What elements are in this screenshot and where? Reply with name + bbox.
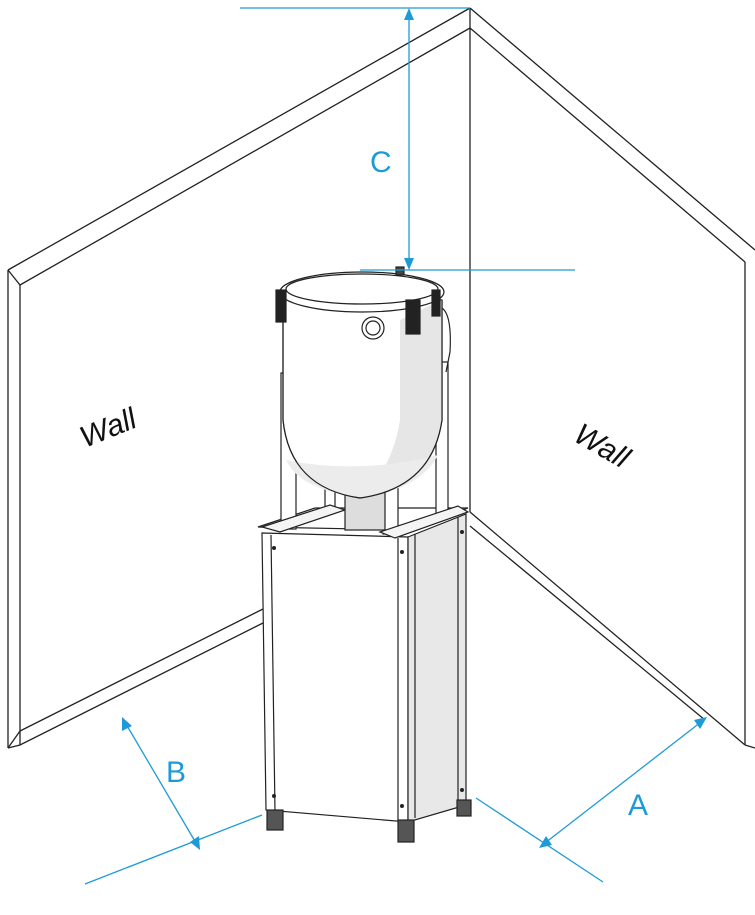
dimension-b-extension: [84, 814, 263, 885]
dimension-b-line: [125, 723, 197, 844]
dimension-c: C: [240, 7, 575, 271]
dimension-a-label: A: [628, 789, 648, 822]
dimension-a-extension: [475, 797, 604, 883]
dimension-a-line: [544, 721, 702, 844]
dimension-b-label: B: [166, 756, 186, 789]
dimension-b: B: [84, 717, 263, 885]
dimension-a: A: [475, 717, 707, 883]
cabinet-base: [257, 507, 472, 843]
pot: [275, 266, 451, 499]
dimension-c-label: C: [370, 146, 392, 179]
right-wall: [469, 7, 755, 749]
